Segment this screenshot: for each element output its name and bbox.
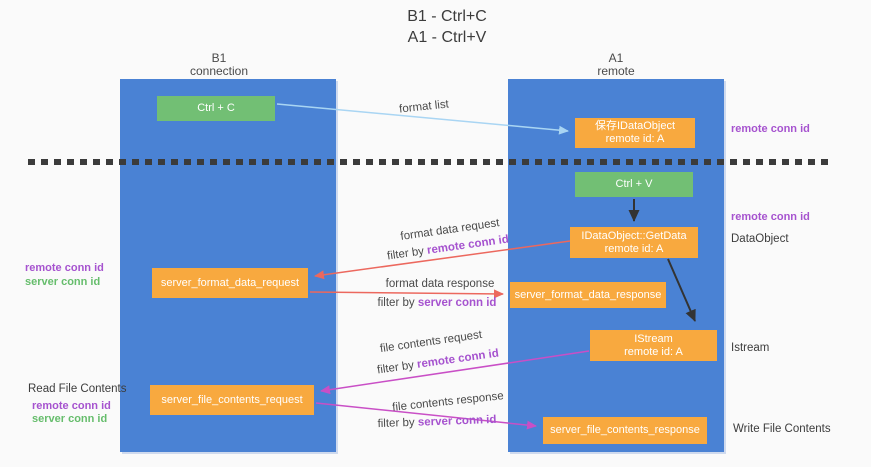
server-format-data-request-label: server_format_data_request: [160, 276, 300, 289]
file-contents-response-label: file contents response: [391, 390, 505, 414]
filter-by-text: filter by: [386, 245, 425, 263]
getdata-line2: remote id: A: [604, 242, 664, 255]
istream-line1: IStream: [634, 332, 673, 345]
server-format-data-response-box: server_format_data_response: [510, 282, 666, 308]
server-format-data-response-label: server_format_data_response: [514, 288, 662, 301]
right-column-role: remote: [597, 64, 635, 78]
left-remote-conn-id-top: remote conn id: [25, 262, 104, 274]
filter-by-text: filter by: [377, 416, 415, 431]
dataobject-label: DataObject: [731, 233, 789, 245]
format-data-response-label: format data response: [385, 278, 495, 290]
ctrl-v-box: Ctrl + V: [575, 172, 693, 197]
server-conn-id-text: server conn id: [417, 413, 497, 429]
idataobject-getdata-box: IDataObject::GetData remote id: A: [570, 227, 698, 258]
title-line-1: B1 - Ctrl+C: [407, 8, 487, 25]
server-format-data-request-box: server_format_data_request: [152, 268, 308, 298]
right-remote-conn-id-top: remote conn id: [731, 123, 810, 135]
filter-by-server-conn-id-label-2: filter by server conn id: [377, 414, 496, 430]
server-file-contents-response-label: server_file_contents_response: [550, 424, 700, 436]
right-remote-conn-id-mid: remote conn id: [731, 211, 810, 223]
right-column-name: A1: [608, 51, 624, 65]
write-file-contents-label: Write File Contents: [733, 423, 831, 435]
save-idataobject-line1: 保存IDataObject: [594, 120, 676, 132]
filter-by-text: filter by: [377, 297, 415, 309]
ctrl-c-label: Ctrl + C: [197, 102, 235, 114]
read-file-contents-label: Read File Contents: [28, 383, 127, 395]
right-column-header: A1 remote: [597, 52, 634, 78]
left-server-conn-id-top: server conn id: [25, 276, 101, 288]
save-idataobject-line2: remote id: A: [605, 133, 665, 145]
server-conn-id-text: server conn id: [417, 297, 497, 309]
server-file-contents-response-box: server_file_contents_response: [543, 417, 707, 444]
left-column-role: connection: [189, 64, 249, 78]
format-list-label: format list: [398, 98, 450, 116]
remote-conn-id-text: remote conn id: [416, 347, 500, 371]
save-idataobject-box: 保存IDataObject remote id: A: [575, 118, 695, 148]
ctrl-v-label: Ctrl + V: [615, 178, 653, 190]
session-separator-dashed-line: [28, 159, 830, 165]
filter-by-text: filter by: [376, 359, 415, 377]
server-file-contents-request-label: server_file_contents_request: [161, 393, 303, 406]
istream-box: IStream remote id: A: [590, 330, 717, 361]
ctrl-c-box: Ctrl + C: [157, 96, 275, 121]
diagram-title: B1 - Ctrl+C A1 - Ctrl+V: [407, 6, 487, 48]
filter-by-server-conn-id-label: filter by server conn id: [378, 297, 497, 309]
left-column-name: B1: [211, 51, 227, 65]
format-data-response-arrow: [309, 289, 504, 299]
server-file-contents-request-box: server_file_contents_request: [150, 385, 314, 415]
left-column-header: B1 connection: [190, 52, 248, 78]
getdata-line1: IDataObject::GetData: [581, 229, 687, 242]
left-remote-conn-id-bottom: remote conn id: [32, 400, 111, 412]
title-line-2: A1 - Ctrl+V: [407, 29, 487, 46]
istream-line2: remote id: A: [624, 345, 683, 358]
left-server-conn-id-bottom: server conn id: [32, 413, 108, 425]
istream-side-label: Istream: [731, 342, 770, 354]
